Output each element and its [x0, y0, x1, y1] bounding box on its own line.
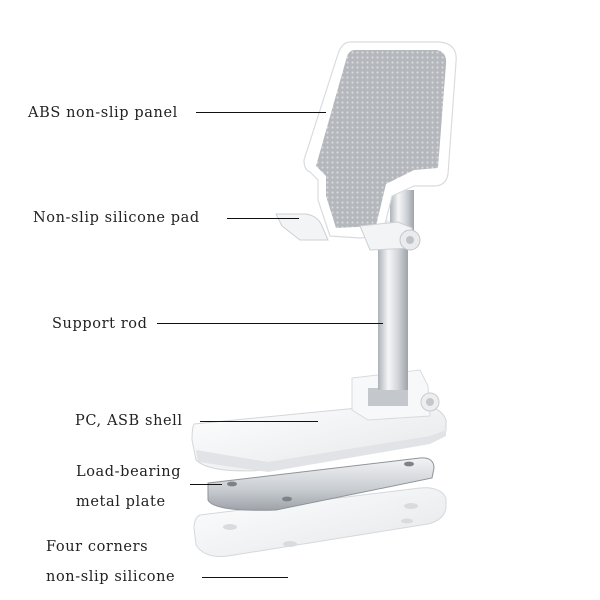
- leader-line-rod: [157, 323, 383, 324]
- metal-plate-layer: [207, 457, 435, 511]
- callout-label-feet-line1: Four corners: [46, 539, 149, 555]
- callout-label-feet-line2: non-slip silicone: [46, 569, 176, 585]
- non-slip-base-layer: [193, 487, 447, 557]
- shell-base-layer: [191, 403, 447, 472]
- leader-line-pad: [227, 218, 299, 219]
- phone-holder: [275, 41, 457, 251]
- leader-line-feet: [202, 577, 288, 578]
- callout-label-pad: Non-slip silicone pad: [33, 210, 200, 226]
- leader-line-plate: [190, 484, 222, 485]
- callout-label-plate-line1: Load-bearing: [76, 464, 182, 480]
- callout-label-panel: ABS non-slip panel: [28, 105, 178, 121]
- hinge-block: [351, 369, 440, 421]
- callout-label-shell: PC, ASB shell: [75, 413, 183, 429]
- callout-label-rod: Support rod: [52, 316, 148, 332]
- leader-line-panel: [196, 112, 326, 113]
- leader-line-shell: [200, 421, 318, 422]
- callout-label-plate-line2: metal plate: [76, 494, 166, 510]
